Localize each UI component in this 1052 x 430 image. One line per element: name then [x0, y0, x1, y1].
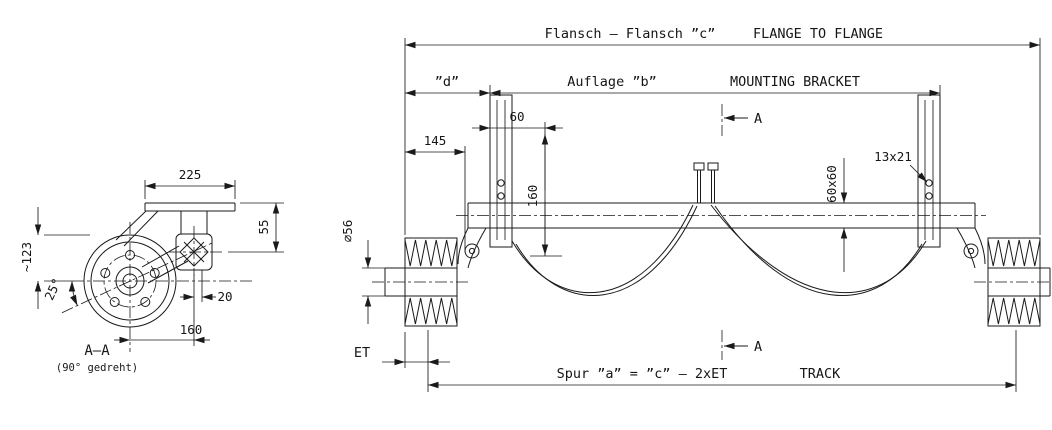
dim-60x60: 60x60 [824, 158, 848, 272]
dim-et: ET [354, 332, 450, 368]
brake-cable-left [511, 204, 698, 296]
dim-160-main-label: 160 [525, 185, 540, 208]
dim-et-label: ET [354, 345, 370, 361]
wheel-stud [125, 250, 135, 260]
dim-123: ~123 [19, 207, 90, 309]
track-label-en: TRACK [800, 366, 842, 382]
dim-60-label: 60 [509, 109, 524, 124]
left-mounting-bracket [489, 94, 513, 248]
flange-to-flange-label-de: Flansch – Flansch ”c” [545, 26, 716, 42]
left-brake-drum [384, 237, 458, 327]
center-lines [372, 104, 1052, 360]
dim-track: Spur ”a” = ”c” – 2xET TRACK [427, 330, 1017, 392]
dim-160-section: 160 [114, 302, 210, 346]
dim-225-label: 225 [179, 167, 202, 182]
track-label-de: Spur ”a” = ”c” – 2xET [557, 366, 728, 382]
flange-to-flange-label-en: FLANGE TO FLANGE [753, 26, 883, 42]
callout-13x21: 13x21 [874, 149, 928, 183]
dim-20-label: 20 [217, 289, 232, 304]
dim-225: 225 [144, 167, 236, 199]
dim-bracket-row: ”d” Auflage ”b” MOUNTING BRACKET [405, 74, 941, 97]
section-mounting-plate [115, 202, 236, 247]
section-a-top-label: A [754, 111, 762, 127]
right-trailing-arm [956, 227, 986, 269]
dim-d-label: ”d” [435, 74, 459, 90]
auflage-label-de: Auflage ”b” [567, 74, 656, 90]
dim-dia56: ⌀56 [340, 220, 386, 324]
wheel-stud [140, 297, 151, 307]
dim-145: 145 [405, 133, 466, 252]
section-note: (90° gedreht) [56, 362, 138, 374]
section-axle-tube-cross [175, 233, 213, 271]
wheel-stud [109, 297, 120, 307]
mounting-bracket-label-en: MOUNTING BRACKET [730, 74, 860, 90]
dim-160-section-label: 160 [180, 322, 203, 337]
section-drum-hub [83, 234, 177, 328]
right-brake-drum [987, 237, 1051, 327]
cable-pin-left [693, 162, 705, 203]
section-a-bottom-label: A [754, 339, 762, 355]
section-marker-bottom: A [724, 339, 762, 355]
dim-55: 55 [228, 202, 284, 253]
section-center-lines [61, 222, 252, 352]
dim-60x60-label: 60x60 [824, 165, 839, 203]
axle-tube [467, 202, 976, 229]
section-title: A–A [84, 343, 110, 359]
section-label-group: A–A (90° gedreht) [56, 343, 138, 374]
dim-60: 60 [472, 109, 563, 132]
brake-cable-right [710, 204, 927, 296]
wheel-stud [149, 268, 160, 278]
dim-55-label: 55 [256, 219, 271, 234]
dim-flange-to-flange: Flansch – Flansch ”c” FLANGE TO FLANGE [404, 26, 1041, 235]
dim-dia56-label: ⌀56 [340, 220, 355, 243]
main-view: Flansch – Flansch ”c” FLANGE TO FLANGE ”… [340, 26, 1052, 392]
dim-20: 20 [180, 270, 233, 304]
dim-145-label: 145 [424, 133, 447, 148]
wheel-stud [100, 268, 111, 278]
dim-123-label: ~123 [19, 242, 34, 272]
section-marker-top: A [724, 111, 762, 127]
dim-13x21-label: 13x21 [874, 149, 912, 164]
section-view: 225 ~123 55 25° 20 [19, 167, 284, 374]
dim-160-main: 160 [525, 122, 562, 257]
cable-pin-right [707, 162, 719, 203]
